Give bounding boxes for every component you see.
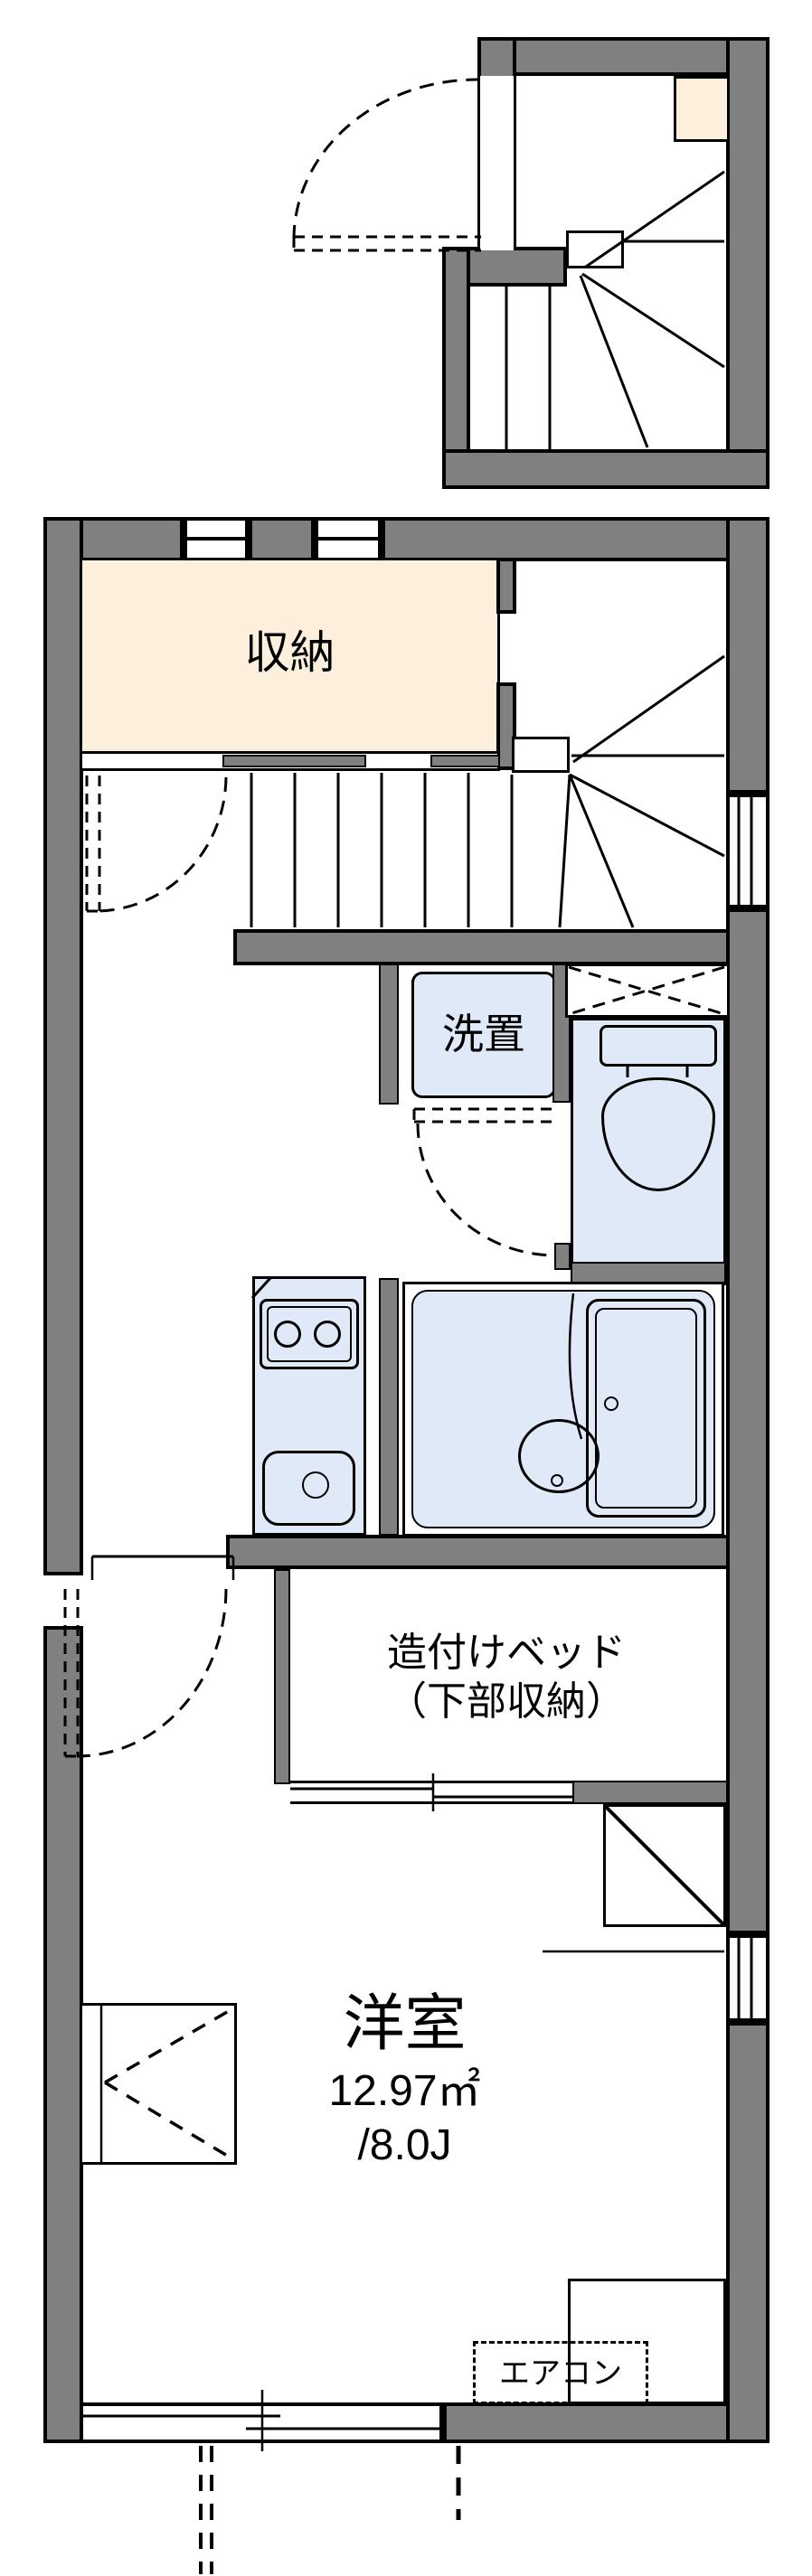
wall-segment [43,517,83,1575]
wall-segment [477,37,770,76]
boundary-dashed-line [199,2446,213,2574]
wall-segment [726,2022,770,2443]
storage-room [80,558,500,755]
wall-segment [226,1535,730,1569]
room-area-tatami: /8.0J [357,2121,452,2169]
bathtub-drain [604,1396,618,1411]
bathtub-inner [595,1308,697,1509]
wall-segment [43,1626,83,2443]
wall-segment [442,247,470,489]
stair-newel-post [566,230,624,268]
kitchen-sink [262,1451,355,1526]
laundry-label: 洗置 [442,1011,525,1058]
overhead-cabinet-box [565,964,730,1018]
wall-segment [572,1781,728,1804]
wall-segment [496,682,516,770]
wall-segment [379,1278,399,1536]
wall-segment [554,1243,571,1270]
stove-burner [274,1321,301,1348]
room-title: 洋室 [343,1989,467,2058]
window-right-lower [726,1934,770,2022]
window-top-left [184,517,249,561]
wall-segment [477,37,516,81]
under-stair-box [603,1804,726,1927]
window-right-upper [726,794,770,908]
wall-segment [274,1569,290,1784]
stove-inner [267,1306,352,1362]
aircon-dashed-box [473,2341,648,2404]
wall-segment [249,517,315,561]
landing-shaft-box [674,76,730,142]
storage-sliding-door-panel [430,755,500,767]
wall-segment [726,908,770,1934]
basin-drain [551,1474,563,1487]
stair-newel-post [512,737,570,773]
bed-label-line2: （下部収納） [387,1679,626,1724]
wall-segment [496,558,516,614]
bed-sliding-door [290,1781,572,1804]
wall-segment [379,964,399,1105]
window-top-right [315,517,382,561]
storage-label: 収納 [244,627,335,678]
room-area-sqm: 12.97㎡ [328,2067,481,2115]
wall-segment [726,517,770,794]
bathtub [586,1299,706,1518]
wall-segment [443,2402,730,2443]
door-swing-arc [292,78,478,240]
toilet-tank [600,1025,717,1067]
wash-basin [518,1419,600,1493]
aircon-label: エアコン [499,2356,622,2391]
window-bottom-sliding [80,2402,443,2443]
entry-door-opening [477,76,516,250]
wall-segment [726,37,770,489]
bed-label-line1: 造付けベッド [387,1631,626,1675]
sink-drain [302,1471,329,1499]
wall-segment [233,929,730,965]
storage-sliding-door-panel [222,755,366,767]
wall-segment [442,449,770,489]
washing-machine-space [411,972,556,1098]
stove-burner [314,1321,341,1348]
wall-segment [382,517,770,561]
stove [260,1299,359,1369]
